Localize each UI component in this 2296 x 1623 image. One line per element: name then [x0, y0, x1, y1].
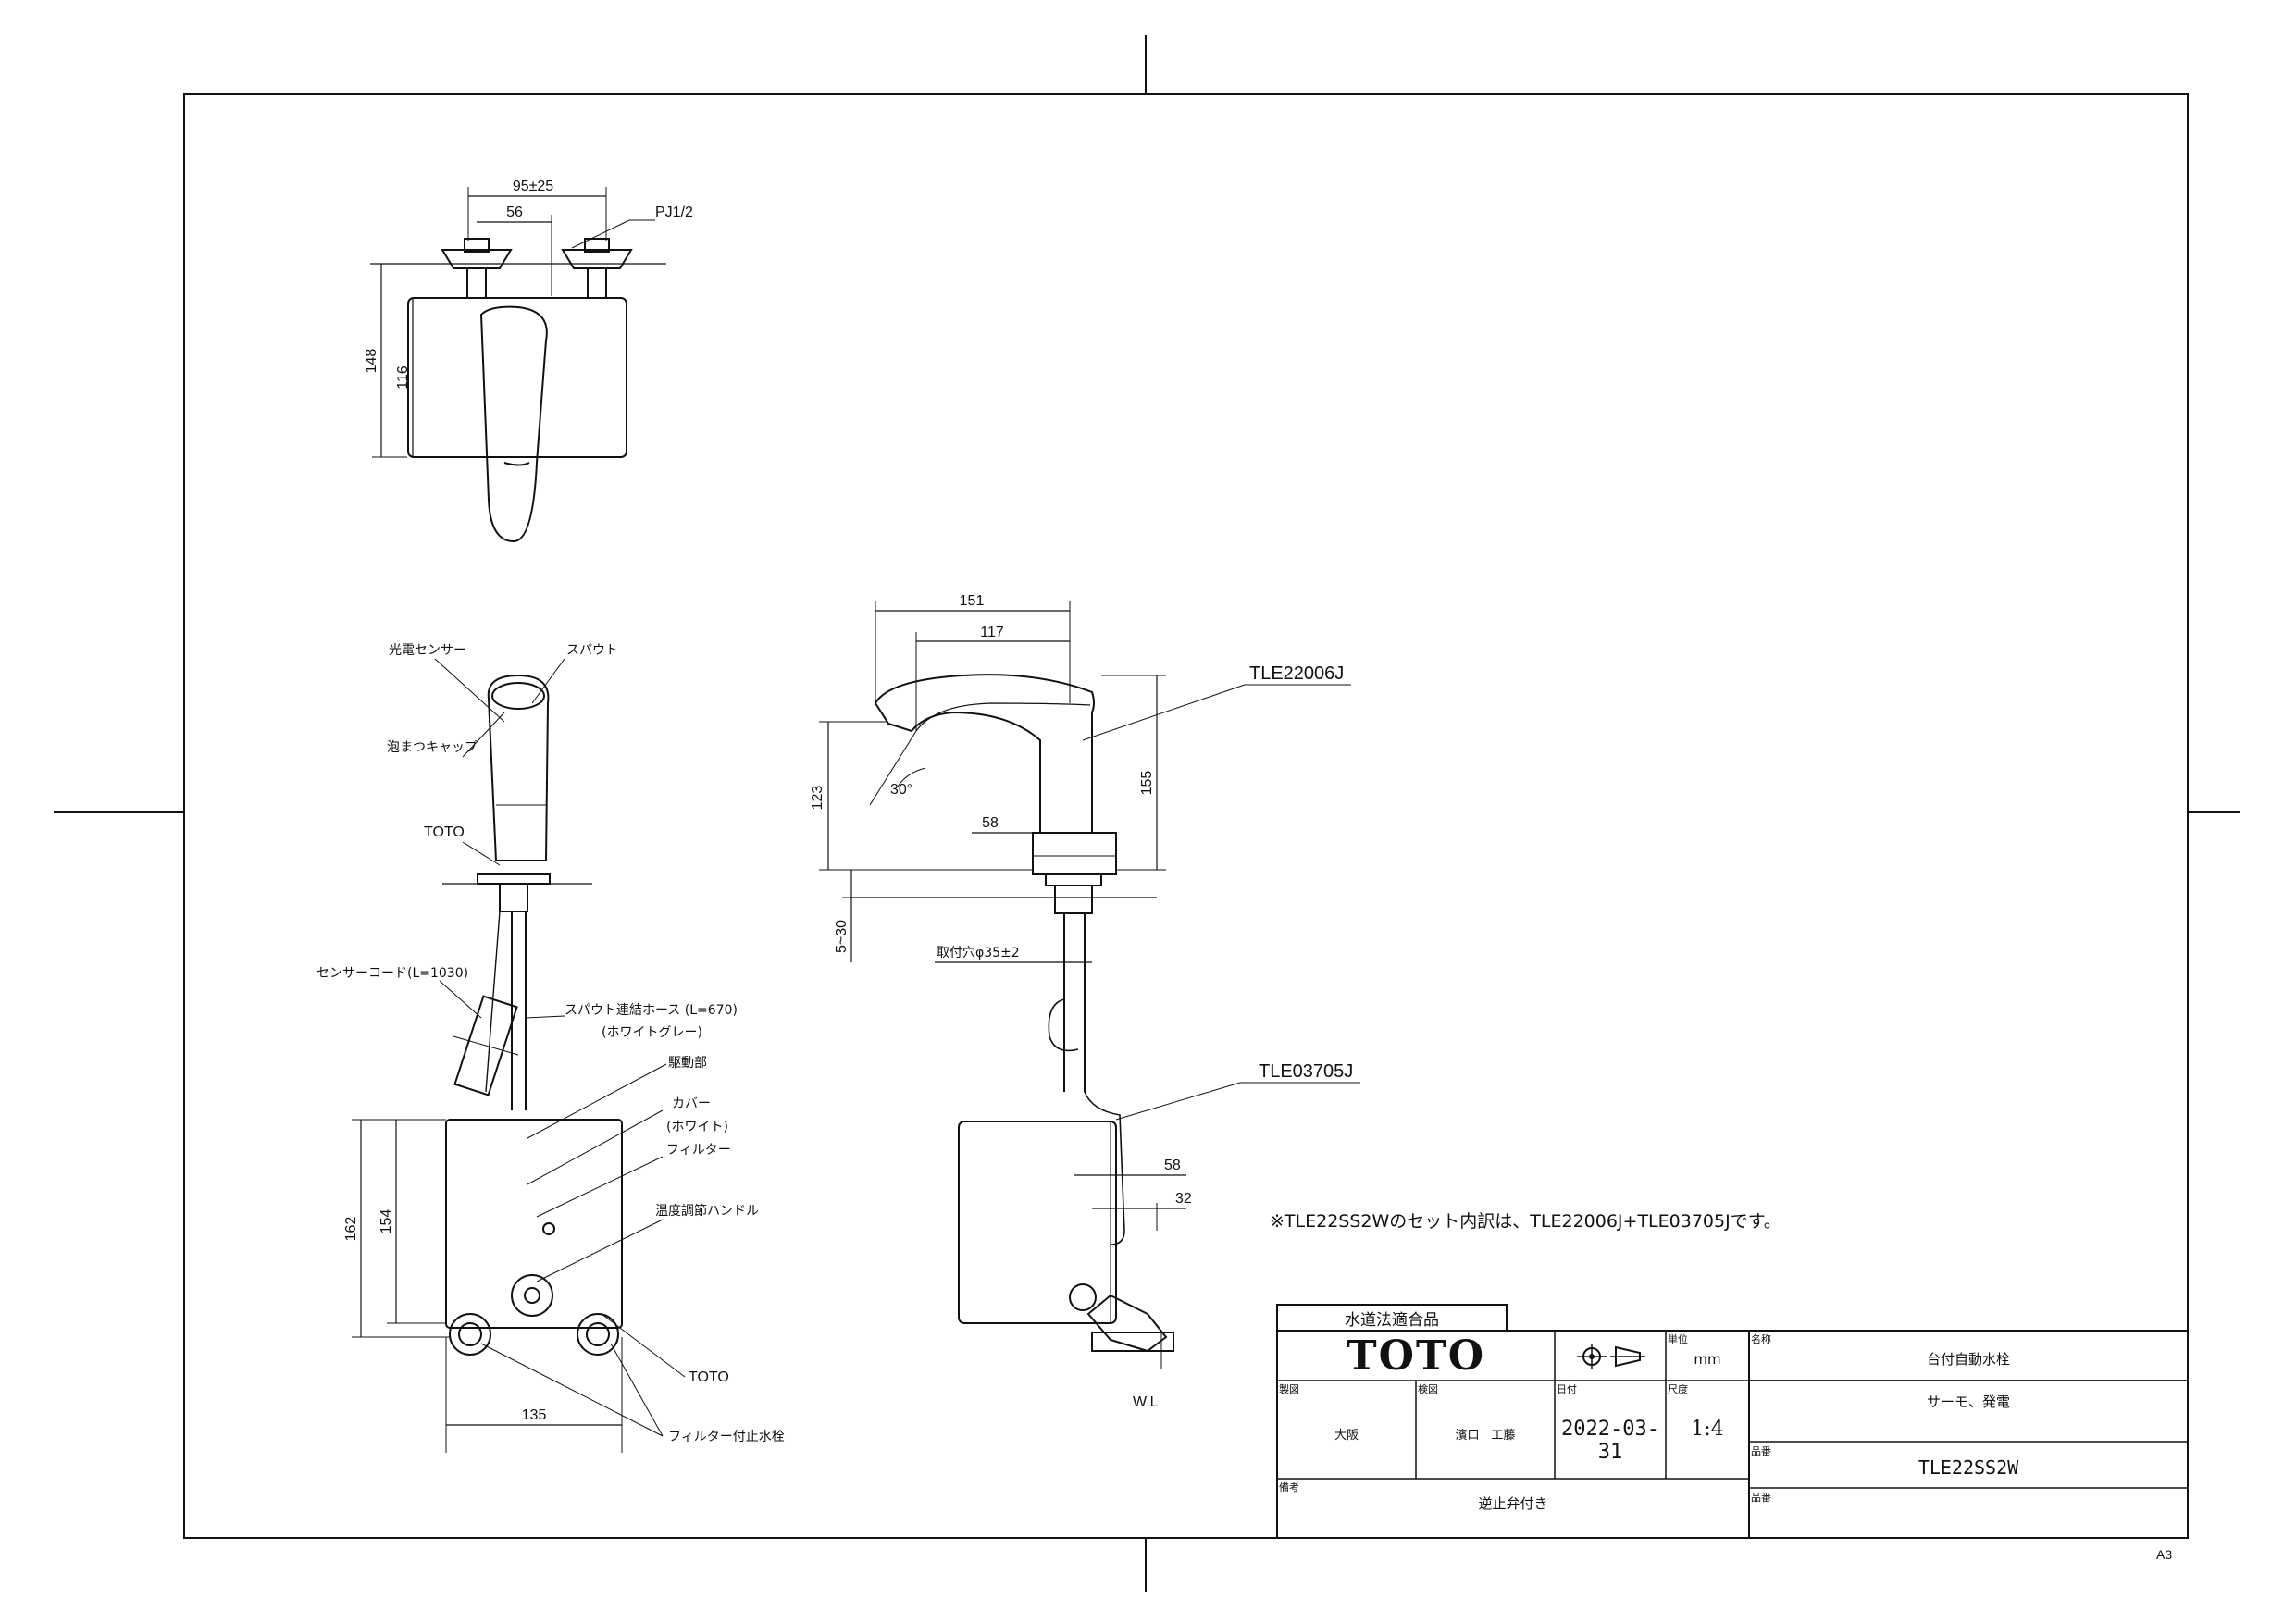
dim-front-height-total: 162 [343, 1217, 359, 1242]
dim-top-height-total: 148 [364, 349, 379, 374]
label-brand-front: TOTO [424, 824, 465, 840]
label-brand-valve: TOTO [689, 1369, 729, 1385]
dim-spacing: 95±25 [513, 179, 553, 194]
scale-value: 1:4 [1691, 1418, 1724, 1441]
label-hose: スパウト連結ホース (L=670) [565, 1003, 738, 1018]
spec-label: 品番 [1751, 1492, 1771, 1504]
top-view [370, 187, 666, 543]
label-cap: 泡まつキャップ [387, 740, 478, 755]
side-view-labels: 151 117 30° 123 155 58 5~30 取付穴φ35±2 58 … [810, 593, 1353, 1410]
label-cover: カバー [672, 1096, 711, 1111]
dim-box-58: 58 [1164, 1158, 1181, 1173]
sheet-frame [54, 35, 2240, 1592]
label-valve: フィルター付止水栓 [668, 1430, 785, 1444]
remark-label: 備考 [1279, 1481, 1299, 1493]
number-label: 品番 [1751, 1445, 1771, 1457]
label-cover-color: (ホワイト) [666, 1120, 728, 1134]
made-value: 大阪 [1334, 1429, 1359, 1443]
dim-inner: 56 [506, 204, 523, 220]
dim-side-total-height: 155 [1139, 771, 1155, 796]
front-view-labels: 光電センサー スパウト 泡まつキャップ TOTO センサーコード(L=1030)… [316, 643, 785, 1444]
date-label: 日付 [1557, 1383, 1577, 1395]
label-drive: 駆動部 [668, 1056, 707, 1071]
dim-side-spout-height: 123 [810, 786, 825, 811]
date-value: 2022-03-31 [1561, 1418, 1659, 1464]
dim-front-height-body: 154 [379, 1209, 394, 1234]
third-angle-icon [1577, 1344, 1645, 1369]
name-label: 名称 [1751, 1333, 1771, 1345]
dim-side-length: 151 [960, 593, 985, 609]
name-line2: サーモ、発電 [1926, 1394, 2010, 1410]
sheet-size: A3 [2156, 1547, 2173, 1562]
made-label: 製図 [1279, 1383, 1299, 1395]
dim-box-32: 32 [1175, 1191, 1192, 1207]
label-wl: W.L [1133, 1394, 1159, 1410]
side-view [819, 601, 1360, 1369]
remark-value: 逆止弁付き [1478, 1495, 1548, 1512]
part-tle22006j: TLE22006J [1249, 663, 1344, 684]
title-block-lines [1276, 1304, 2189, 1539]
label-hose-color: (ホワイトグレー) [602, 1025, 702, 1040]
product-number: TLE22SS2W [1917, 1456, 2019, 1479]
name-line1: 台付自動水栓 [1926, 1351, 2010, 1368]
projection-symbol [1555, 1332, 1666, 1381]
dim-side-reach: 117 [980, 625, 1004, 640]
unit-label: 単位 [1668, 1333, 1688, 1345]
scale-label: 尺度 [1668, 1383, 1688, 1395]
label-cord: センサーコード(L=1030) [316, 966, 468, 981]
check-label: 検図 [1418, 1383, 1438, 1395]
dim-top-height-body: 116 [395, 365, 411, 390]
label-filter: フィルター [666, 1143, 731, 1158]
cert-label: 水道法適合品 [1345, 1311, 1439, 1330]
dim-front-width: 135 [522, 1407, 547, 1423]
dim-thread: PJ1/2 [655, 204, 693, 220]
set-note: ※TLE22SS2Wのセット内訳は、TLE22006J+TLE03705Jです。 [1270, 1211, 1781, 1232]
dim-side-angle: 30° [890, 782, 912, 798]
label-sensor: 光電センサー [389, 643, 466, 658]
toto-logo: TOTO [1346, 1332, 1486, 1380]
front-view [352, 658, 686, 1453]
dim-side-base: 58 [982, 815, 999, 831]
dim-side-hole: 取付穴φ35±2 [937, 946, 1020, 960]
label-handle: 温度調節ハンドル [655, 1203, 759, 1219]
unit-value: mm [1694, 1351, 1721, 1368]
label-spout: スパウト [566, 643, 618, 658]
dim-side-deck: 5~30 [834, 920, 850, 953]
part-tle03705j: TLE03705J [1259, 1061, 1353, 1082]
check-value: 濱口 工藤 [1455, 1429, 1516, 1443]
